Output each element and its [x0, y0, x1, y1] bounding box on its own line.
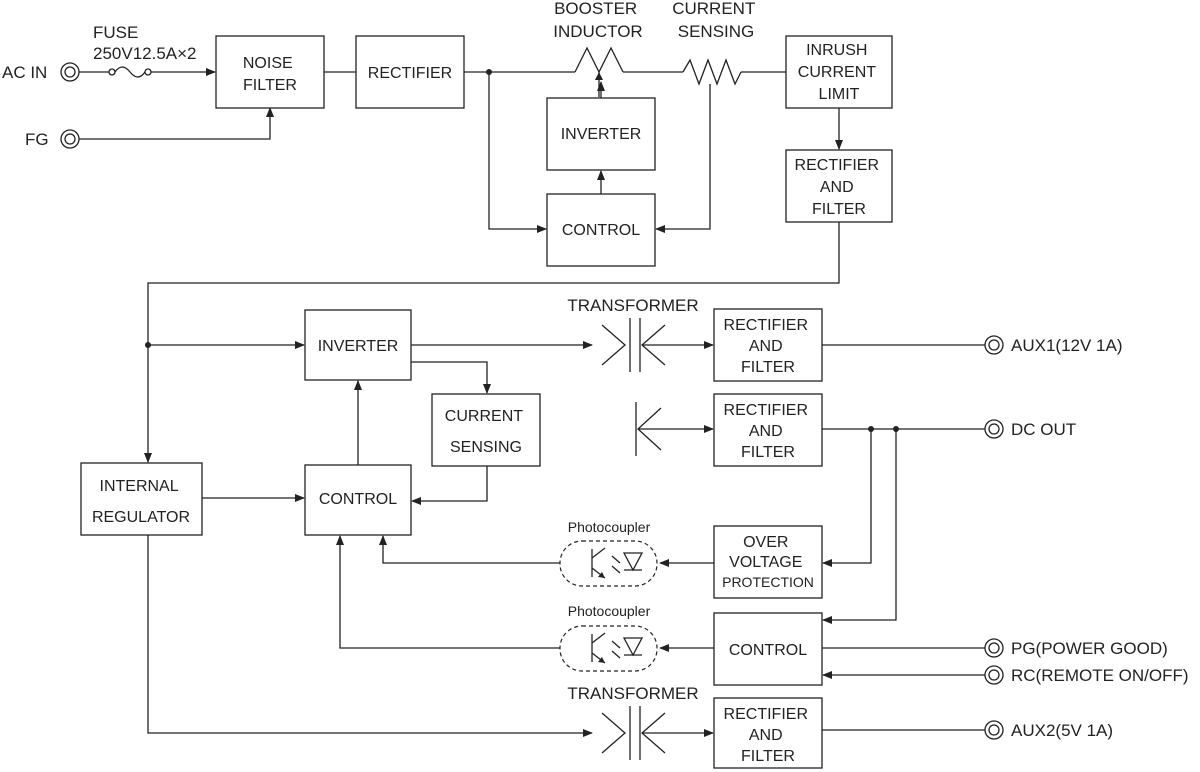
main-inverter-block: INVERTER	[304, 309, 412, 381]
aux2-label: AUX2(5V 1A)	[1011, 721, 1113, 740]
svg-text:RECTIFIER AND FILT: RECTIFIER AND FILTER	[724, 402, 813, 461]
main-control-block: CONTROL	[304, 464, 412, 536]
fuse-symbol	[79, 66, 216, 78]
svg-text:RECTIFIER AND FILT: RECTIFIER AND FILTER	[724, 317, 813, 376]
photocoupler-2-label: Photocoupler	[568, 603, 651, 619]
terminal-aux2: AUX2(5V 1A)	[984, 720, 1113, 740]
pg-label: PG(POWER GOOD)	[1011, 639, 1168, 658]
dc-out-label: DC OUT	[1011, 420, 1076, 439]
current-sensing-block: CURRENT SENSING	[431, 393, 541, 467]
svg-text:RECTIFIER AND FILT: RECTIFIER AND FILTER	[795, 157, 884, 218]
terminal-ac-in: AC IN	[2, 62, 80, 82]
svg-text:RECTIFIER AND FILT: RECTIFIER AND FILTER	[724, 706, 813, 765]
inrush-current-limit-block: INRUSH CURRENT LIMIT	[785, 35, 893, 109]
svg-text:CURRENT SENSING: CURRENT SENSING	[445, 408, 527, 456]
internal-regulator-block: INTERNAL REGULATOR	[80, 462, 203, 536]
svg-text:CONTROL: CONTROL	[562, 222, 640, 239]
photocoupler-2-symbol	[559, 625, 658, 672]
over-voltage-protection-block: OVER VOLTAGE PROTECTION	[713, 525, 823, 599]
rectifier-block: RECTIFIER	[355, 35, 465, 109]
booster-inductor-symbol	[574, 46, 624, 97]
terminal-pg: PG(POWER GOOD)	[984, 638, 1168, 658]
svg-text:INVERTER: INVERTER	[318, 338, 399, 355]
ac-in-label: AC IN	[2, 63, 47, 82]
svg-text:RECTIFIER: RECTIFIER	[368, 65, 452, 82]
svg-text:INVERTER: INVERTER	[561, 126, 642, 143]
svg-text:CONTROL: CONTROL	[319, 491, 397, 508]
pg-control-block: CONTROL	[713, 612, 823, 686]
transformer-1-label: TRANSFORMER	[567, 296, 698, 315]
svg-text:OVER VOLTAGE PROTE: OVER VOLTAGE PROTECTION	[722, 534, 814, 590]
pfc-control-block: CONTROL	[546, 193, 656, 267]
svg-text:NOISE FILTER: NOISE FILTER	[243, 55, 297, 94]
current-sensing-resistor-symbol	[655, 58, 786, 233]
svg-text:INRUSH CURRENT LIM: INRUSH CURRENT LIMIT	[798, 42, 880, 103]
rectifier-filter-dc-block: RECTIFIER AND FILTER	[713, 393, 823, 467]
transformer-2-label: TRANSFORMER	[567, 684, 698, 703]
rectifier-filter-aux2-block: RECTIFIER AND FILTER	[713, 697, 823, 769]
svg-text:INTERNAL REGULATOR: INTERNAL REGULATOR	[92, 478, 190, 526]
terminal-aux1: AUX1(12V 1A)	[984, 335, 1123, 355]
fuse-label: FUSE 250V12.5A×2	[93, 23, 197, 63]
terminal-dc-out: DC OUT	[984, 419, 1076, 439]
photocoupler-1-symbol	[559, 540, 658, 587]
noise-filter-block: NOISE FILTER	[215, 35, 325, 109]
terminal-rc: RC(REMOTE ON/OFF)	[984, 665, 1189, 685]
rc-label: RC(REMOTE ON/OFF)	[1011, 666, 1189, 685]
rectifier-filter-aux1-block: RECTIFIER AND FILTER	[713, 308, 823, 382]
booster-inductor-label: BOOSTER INDUCTOR	[553, 0, 642, 41]
svg-text:CONTROL: CONTROL	[729, 642, 807, 659]
photocoupler-1-label: Photocoupler	[568, 519, 651, 535]
aux1-label: AUX1(12V 1A)	[1011, 336, 1123, 355]
pfc-inverter-block: INVERTER	[546, 97, 656, 171]
rectifier-and-filter-block: RECTIFIER AND FILTER	[785, 149, 893, 223]
current-sensing-top-label: CURRENT SENSING	[672, 0, 760, 41]
fg-label: FG	[25, 130, 49, 149]
terminal-fg: FG	[25, 129, 80, 149]
